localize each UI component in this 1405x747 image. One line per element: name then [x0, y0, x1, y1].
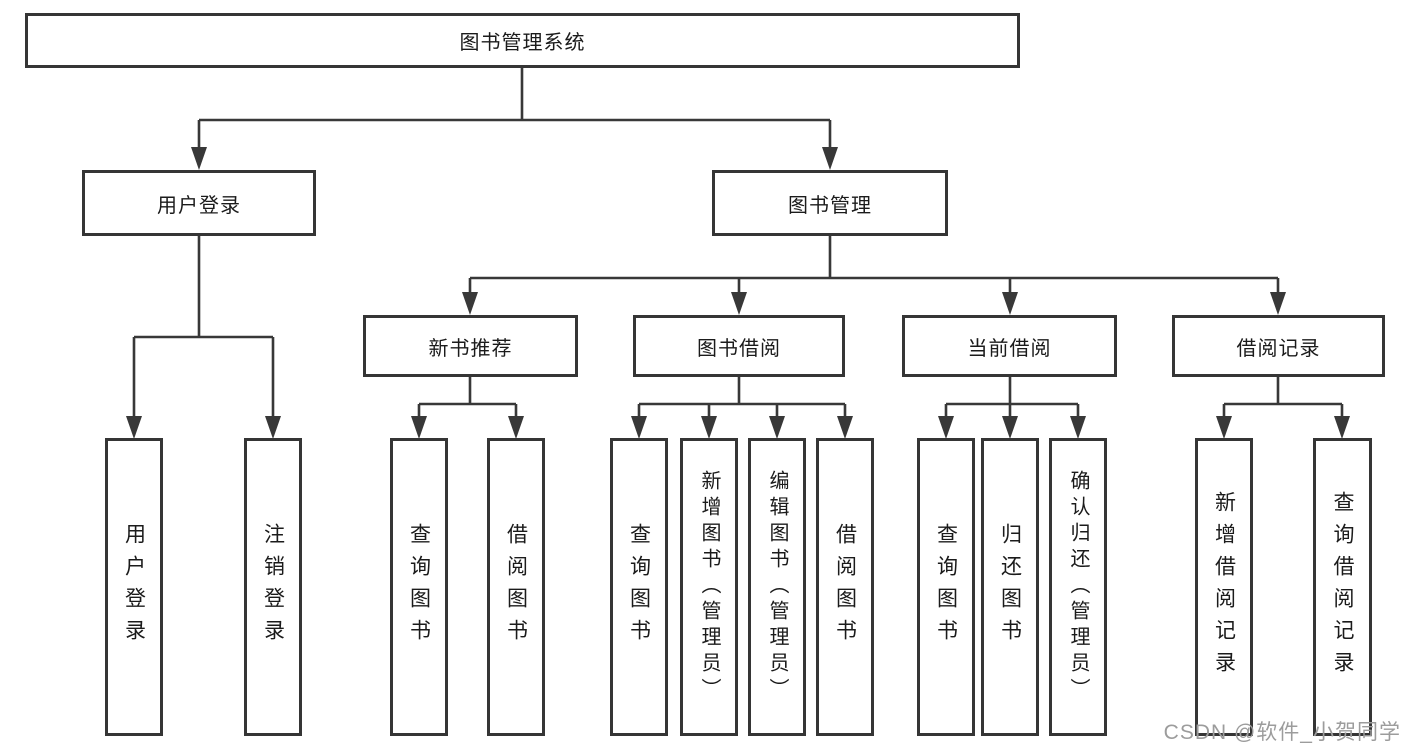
node-library-system: 图书管理系统	[25, 13, 1020, 68]
leaf-user-login: 用户登录	[105, 438, 163, 736]
node-label: 编辑图书（管理员）	[766, 470, 788, 704]
leaf-query-books-1: 查询图书	[390, 438, 448, 736]
leaf-edit-book-admin: 编辑图书（管理员）	[748, 438, 806, 736]
node-label: 用户登录	[157, 194, 241, 217]
node-label: 借阅记录	[1236, 337, 1321, 360]
connector-root-to-level2	[197, 68, 832, 150]
node-borrow-records: 借阅记录	[1172, 315, 1385, 377]
leaf-query-borrow-record: 查询借阅记录	[1313, 438, 1372, 736]
node-current-borrow: 当前借阅	[902, 315, 1117, 377]
connector-book-management-children	[468, 236, 1280, 296]
node-book-borrow: 图书借阅	[633, 315, 845, 377]
node-label: 借阅图书	[504, 523, 528, 651]
node-label: 用户登录	[122, 523, 146, 651]
leaf-logout: 注销登录	[244, 438, 302, 736]
node-label: 查询图书	[934, 523, 958, 651]
connector-current-borrow-children	[944, 377, 1080, 420]
node-label: 查询图书	[627, 523, 651, 651]
leaf-borrow-books-2: 借阅图书	[816, 438, 874, 736]
connector-new-book-children	[417, 377, 518, 420]
connector-book-borrow-children	[637, 377, 847, 420]
watermark: CSDN @软件_小贺同学	[1163, 721, 1401, 744]
arrowheads	[126, 147, 1350, 439]
node-label: 查询借阅记录	[1331, 491, 1354, 683]
leaf-query-books-3: 查询图书	[917, 438, 975, 736]
leaf-query-books-2: 查询图书	[610, 438, 668, 736]
node-label: 归还图书	[998, 523, 1022, 651]
leaf-borrow-books-1: 借阅图书	[487, 438, 545, 736]
leaf-return-books: 归还图书	[981, 438, 1039, 736]
connector-user-login-children	[132, 236, 275, 420]
leaf-add-borrow-record: 新增借阅记录	[1195, 438, 1253, 736]
leaf-add-book-admin: 新增图书（管理员）	[680, 438, 738, 736]
node-label: 图书借阅	[697, 337, 781, 360]
node-label: 借阅图书	[833, 523, 857, 651]
node-label: 图书管理	[788, 194, 872, 217]
node-book-management: 图书管理	[712, 170, 948, 236]
node-label: 新增借阅记录	[1212, 491, 1236, 683]
node-label: 当前借阅	[967, 337, 1052, 360]
connector-borrow-records-children	[1222, 377, 1344, 420]
node-label: 查询图书	[407, 523, 431, 651]
node-label: 确认归还（管理员）	[1067, 470, 1089, 704]
node-label: 图书管理系统	[459, 32, 586, 54]
leaf-confirm-return-admin: 确认归还（管理员）	[1049, 438, 1107, 736]
node-user-login: 用户登录	[82, 170, 316, 236]
node-label: 新增图书（管理员）	[698, 470, 720, 704]
node-new-book-recommend: 新书推荐	[363, 315, 578, 377]
node-label: 新书推荐	[428, 337, 513, 360]
node-label: 注销登录	[261, 523, 285, 651]
